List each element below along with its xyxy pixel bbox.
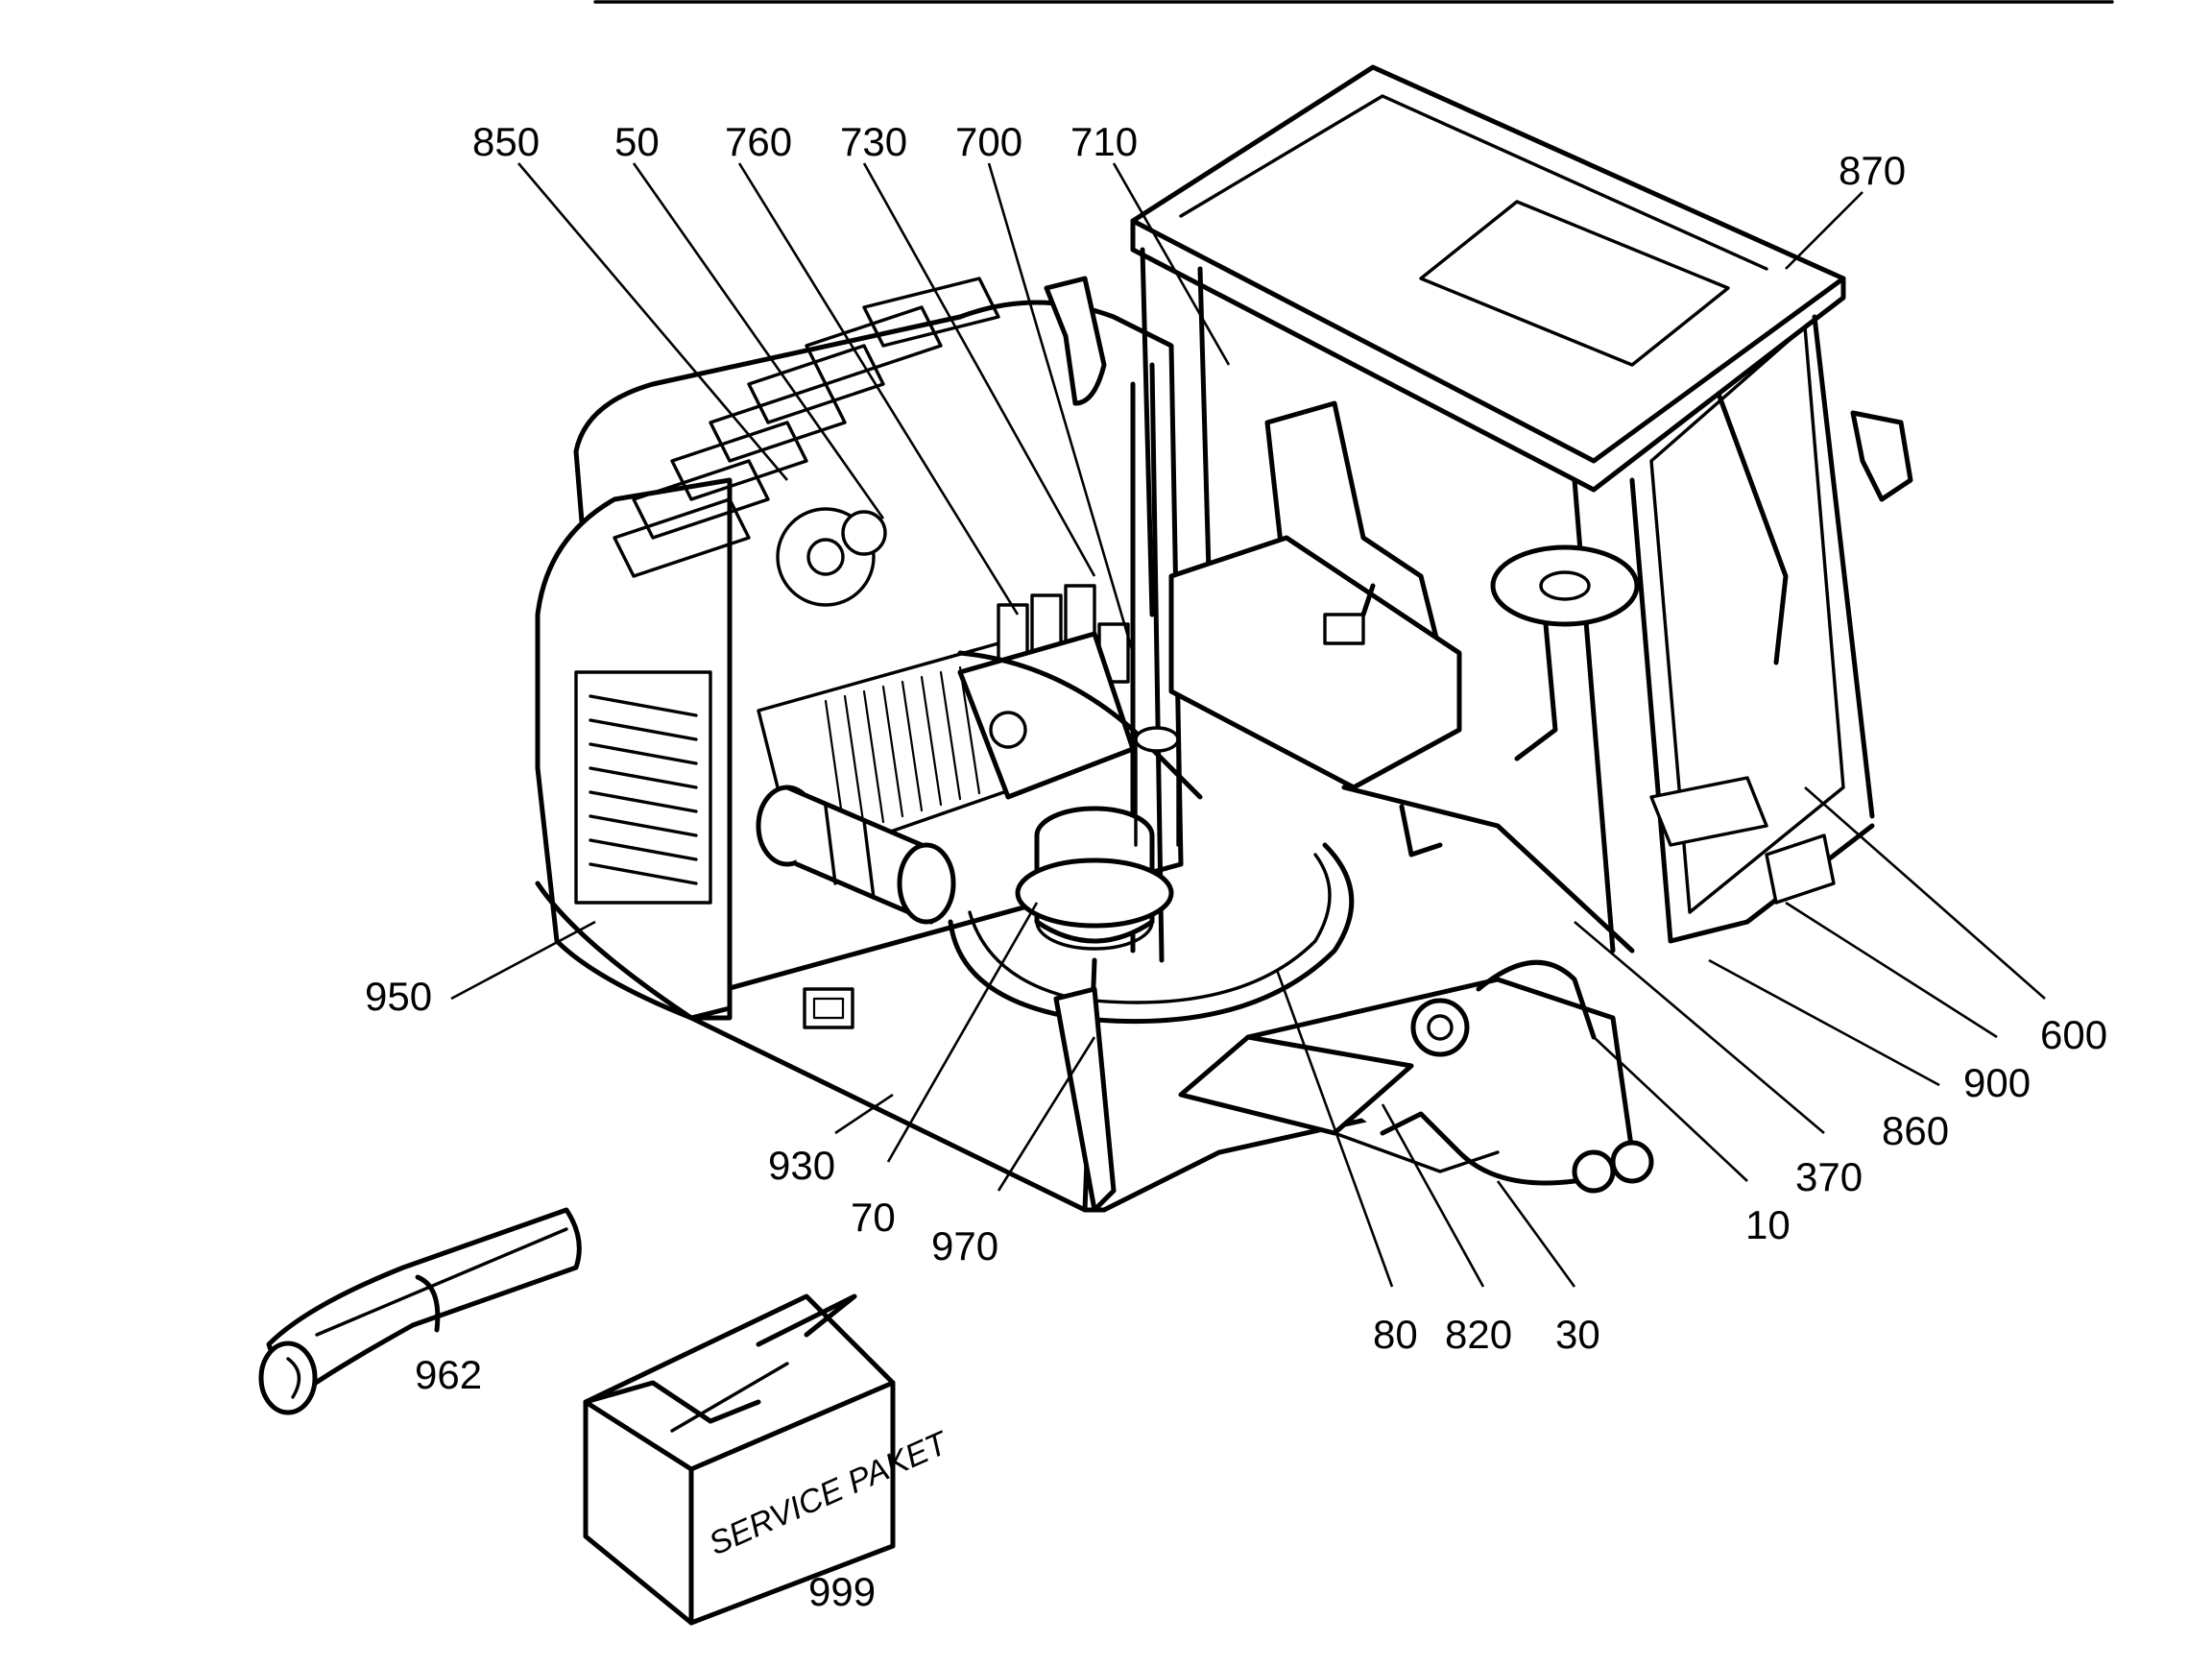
upper-carriage [535, 276, 1443, 1213]
slewing-ring-inner [968, 853, 1332, 1004]
side-grille [574, 670, 712, 905]
leader-930 [834, 1093, 894, 1135]
counterweight-bottom [535, 881, 1097, 1213]
leader-30 [1496, 1180, 1576, 1288]
boom-bracket [1053, 959, 1654, 1213]
leader-850 [517, 162, 788, 481]
leader-900 [1785, 901, 1998, 1039]
engine-assembly [756, 362, 1203, 963]
callout-50: 50 [614, 119, 660, 164]
leader-70 [886, 902, 1039, 1163]
leader-970 [997, 1036, 1096, 1192]
leader-860 [1708, 958, 1940, 1087]
callout-labels: 850 50 760 730 700 710 870 950 930 70 97… [365, 119, 2107, 1614]
callout-730: 730 [840, 119, 907, 164]
leader-760 [737, 162, 1020, 616]
control-valve-bank [997, 584, 1130, 684]
leader-50 [632, 162, 885, 519]
cab-roof-edge [1130, 218, 1846, 493]
operator-cab [1130, 64, 1913, 954]
joystick-left [1323, 613, 1365, 645]
callout-710: 710 [1070, 119, 1138, 164]
step-plate [1178, 1034, 1414, 1136]
boom-pin-housing [1476, 959, 1597, 1040]
cab-floor-step [1649, 776, 1768, 847]
callout-962: 962 [415, 1352, 482, 1397]
operator-console [1168, 535, 1462, 790]
leader-80 [1275, 969, 1394, 1288]
callout-999: 999 [808, 1569, 876, 1614]
hood-louvres [613, 277, 1000, 578]
leader-lines [450, 162, 2046, 1288]
wiper-arm [1716, 391, 1789, 665]
callout-850: 850 [472, 119, 540, 164]
exhaust-stack [1044, 276, 1107, 406]
leader-710 [1112, 162, 1231, 366]
side-light [1765, 834, 1836, 905]
slewing-ring [948, 726, 1355, 1025]
leader-730 [862, 162, 1096, 577]
callout-820: 820 [1445, 1312, 1512, 1357]
leader-700 [987, 162, 1135, 654]
callout-930: 930 [768, 1143, 835, 1188]
callout-70: 70 [851, 1195, 896, 1240]
leader-950 [450, 920, 596, 1001]
cab-pillar-rear-left [1140, 247, 1155, 617]
swivel-joint [1134, 726, 1180, 753]
service-box: SERVICE PAKET [583, 1293, 954, 1626]
callout-870: 870 [1839, 148, 1906, 193]
leader-370 [1574, 921, 1825, 1134]
callout-10: 10 [1745, 1202, 1791, 1247]
callout-700: 700 [955, 119, 1022, 164]
service-box-flap [583, 1380, 761, 1424]
hose-bundle [258, 1207, 582, 1415]
leader-870 [1785, 191, 1863, 270]
cab-front-window [1649, 325, 1845, 914]
leader-600 [1804, 786, 2046, 1000]
callout-900: 900 [1963, 1060, 2031, 1105]
panel-latch [803, 987, 854, 1029]
leader-10 [1593, 1036, 1748, 1182]
callout-760: 760 [725, 119, 792, 164]
counterweight-edge [688, 727, 733, 1021]
steering-column [1514, 621, 1558, 761]
frame-foot-left [1053, 986, 1117, 1213]
service-box-body [583, 1293, 896, 1626]
callout-950: 950 [365, 974, 432, 1019]
callout-970: 970 [931, 1223, 998, 1268]
callout-600: 600 [2040, 1012, 2107, 1057]
cab-handle [1399, 804, 1443, 858]
rear-view-mirror [1850, 410, 1913, 502]
cab-pillar-front-right [1812, 314, 1875, 819]
cab-roof-hatch [1419, 200, 1730, 367]
callout-30: 30 [1555, 1312, 1600, 1357]
hydraulic-pipe-a [957, 650, 1203, 800]
hose-bundle-tie [415, 1274, 441, 1333]
callout-860: 860 [1882, 1108, 1949, 1153]
steering-wheel [1490, 544, 1640, 627]
callout-370: 370 [1795, 1154, 1863, 1199]
hose-bundle-roll [258, 1341, 318, 1415]
callout-80: 80 [1373, 1312, 1418, 1357]
boom-pin [1410, 998, 1470, 1057]
leader-820 [1381, 1103, 1485, 1288]
